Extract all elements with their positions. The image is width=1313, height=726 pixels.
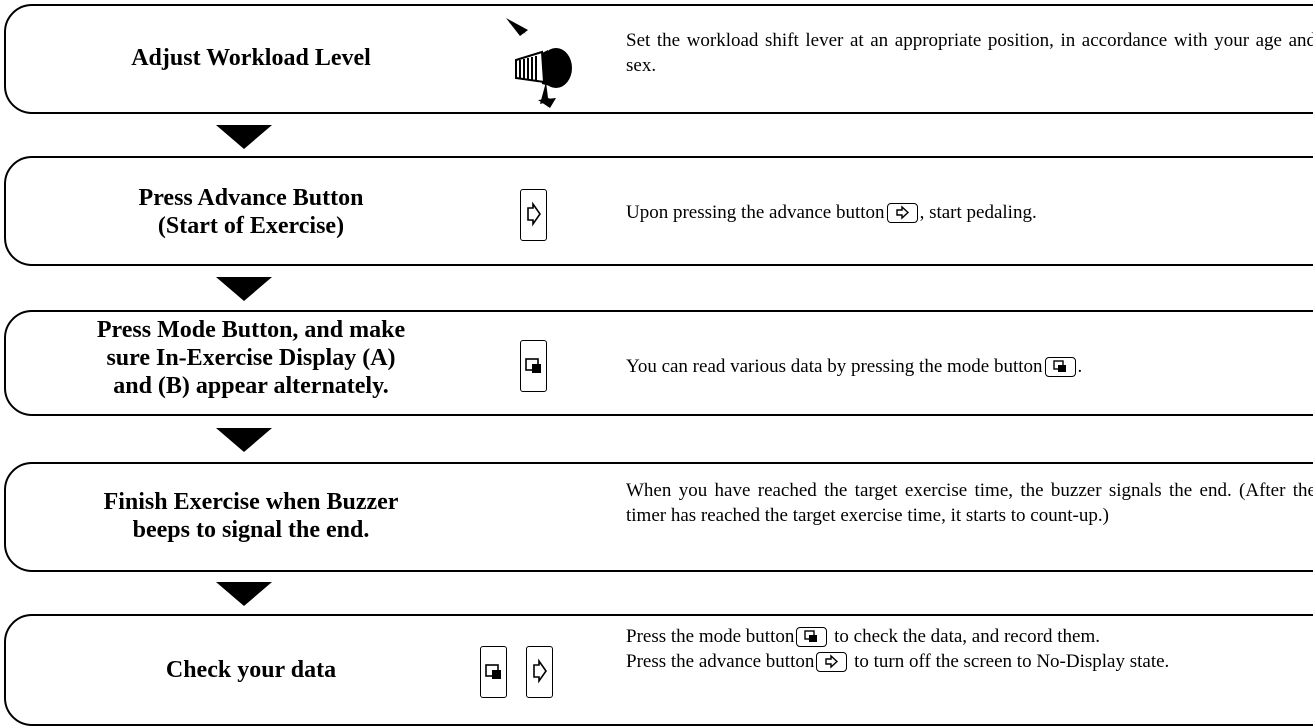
advance-button-icon: [526, 646, 553, 698]
flow-arrow: [216, 125, 272, 149]
mode-button-inline-icon: [1044, 356, 1076, 377]
advance-button-inline-icon: [816, 651, 848, 672]
advance-button-inline-icon: [886, 202, 918, 223]
step-press-advance: Press Advance Button (Start of Exercise)…: [4, 156, 1313, 266]
step-finish-exercise: Finish Exercise when Buzzer beeps to sig…: [4, 462, 1313, 572]
step-title: Press Mode Button, and make sure In-Exer…: [96, 317, 406, 399]
step-description: Set the workload shift lever at an appro…: [626, 30, 1313, 76]
flow-arrow: [216, 582, 272, 606]
step-description: When you have reached the target exercis…: [626, 480, 1313, 526]
mode-button-icon: [520, 340, 547, 392]
mode-button-icon: [480, 646, 507, 698]
step-title: Check your data: [165, 657, 337, 683]
step-title: Finish Exercise when Buzzer beeps to sig…: [103, 489, 399, 543]
workload-lever-icon: [498, 12, 588, 115]
step-description: You can read various data by pressing th…: [626, 356, 1083, 377]
step-check-data: Check your data Press the mode button to…: [4, 614, 1313, 726]
advance-button-icon: [520, 189, 547, 241]
step-adjust-workload: Adjust Workload Level Set the workload s…: [4, 4, 1313, 114]
step-title: Press Advance Button (Start of Exercise): [138, 185, 364, 239]
step-description: Upon pressing the advance button, start …: [626, 202, 1037, 223]
mode-button-inline-icon: [796, 626, 828, 647]
flow-arrow: [216, 277, 272, 301]
flow-arrow: [216, 428, 272, 452]
step-press-mode: Press Mode Button, and make sure In-Exer…: [4, 310, 1313, 416]
step-description: Press the mode button to check the data,…: [626, 626, 1170, 672]
step-title: Adjust Workload Level: [131, 45, 371, 71]
